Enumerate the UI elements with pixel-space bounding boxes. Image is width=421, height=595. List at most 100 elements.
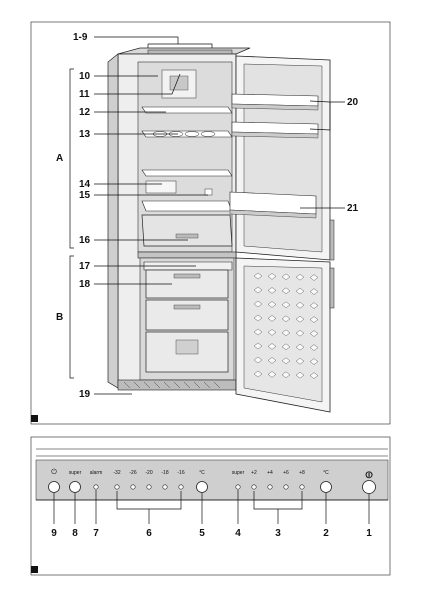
freezer-door-dimple (281, 301, 291, 309)
freezer-door-dimple (309, 372, 319, 379)
freezer-door-dimple (281, 273, 291, 281)
freezer-door-dimple (253, 286, 263, 294)
freezer-door-dimple (295, 315, 305, 323)
number-1: 1 (366, 528, 372, 539)
freezer-door-dimple (253, 300, 263, 308)
freezer-door-dimple (267, 329, 277, 336)
freezer-door-dimple (295, 301, 305, 309)
freezer-door-dimple (267, 371, 277, 378)
freezer-door-dimple (267, 343, 277, 350)
number-4: 4 (235, 528, 241, 539)
label-20: 20 (347, 97, 359, 108)
on-off-button[interactable] (48, 481, 60, 493)
led-minus20 (146, 484, 152, 490)
freezer-door-dimple (295, 357, 305, 365)
freezer-door-dimple (267, 287, 277, 294)
led-plus4 (267, 484, 273, 490)
figure2-frame (30, 436, 391, 576)
main-switch-button[interactable] (362, 480, 376, 494)
label-15: 15 (79, 190, 91, 201)
control-panel (35, 459, 389, 501)
label-12: 12 (79, 107, 91, 118)
freezer-door-pattern (253, 272, 319, 379)
zone-b-label: B (56, 312, 63, 323)
freezer-door-dimple (295, 287, 305, 295)
label-1-9: 1-9 (73, 32, 88, 43)
led-minus32 (114, 484, 120, 490)
alarm-led (93, 484, 99, 490)
label-19: 19 (79, 389, 91, 400)
led-plus2 (251, 484, 257, 490)
led-minus18 (162, 484, 168, 490)
number-9: 9 (51, 528, 57, 539)
celsius-label-fridge: °C (323, 470, 329, 476)
label-14: 14 (79, 179, 91, 190)
super-label-freezer: super (69, 470, 82, 476)
freezer-door-dimple (281, 343, 291, 351)
number-6: 6 (146, 528, 152, 539)
freezer-door-dimple (281, 329, 291, 337)
temp-label-plus6: +6 (283, 470, 289, 476)
freezer-temp-button[interactable] (196, 481, 208, 493)
super-cool-led (235, 484, 241, 490)
key-switch-symbol: ⏼ (365, 470, 373, 480)
freezer-door-dimple (253, 272, 263, 280)
figure2-marker (31, 566, 38, 573)
label-17: 17 (79, 261, 91, 272)
label-10: 10 (79, 71, 91, 82)
figure2-leaders (53, 490, 370, 524)
temp-label-minus32: -32 (113, 470, 120, 476)
label-11: 11 (79, 89, 90, 100)
label-18: 18 (79, 279, 91, 290)
freezer-door-dimple (295, 329, 305, 337)
figure1-leaders (69, 36, 345, 395)
number-8: 8 (72, 528, 78, 539)
freezer-door-dimple (309, 344, 319, 351)
power-symbol: ⏻ (51, 468, 57, 476)
figure1-frame (30, 21, 391, 425)
freezer-door-dimple (295, 343, 305, 351)
temp-label-plus2: +2 (251, 470, 257, 476)
freezer-door-dimple (309, 358, 319, 365)
temp-label-plus8: +8 (299, 470, 305, 476)
number-3: 3 (275, 528, 281, 539)
led-plus8 (299, 484, 305, 490)
number-7: 7 (93, 528, 99, 539)
super-label-fridge: super (232, 470, 245, 476)
super-freeze-button[interactable] (69, 481, 81, 493)
temp-label-minus18: -18 (161, 470, 168, 476)
freezer-door-dimple (309, 274, 319, 281)
label-16: 16 (79, 235, 91, 246)
temp-label-minus26: -26 (129, 470, 136, 476)
freezer-door-dimple (253, 342, 263, 350)
freezer-door-dimple (295, 273, 305, 281)
freezer-door-dimple (281, 315, 291, 323)
fridge-temp-button[interactable] (320, 481, 332, 493)
freezer-door-dimple (281, 371, 291, 379)
freezer-door-dimple (267, 357, 277, 364)
freezer-door-dimple (309, 316, 319, 323)
label-21: 21 (347, 203, 359, 214)
freezer-door-dimple (253, 314, 263, 322)
temp-label-minus16: -16 (177, 470, 184, 476)
fridge-illustration (107, 47, 335, 413)
led-minus26 (130, 484, 136, 490)
figure1-marker (31, 415, 38, 422)
freezer-door-dimple (253, 356, 263, 364)
freezer-door-dimple (309, 330, 319, 337)
freezer-door-dimple (267, 315, 277, 322)
freezer-door-dimple (267, 273, 277, 280)
led-minus16 (178, 484, 184, 490)
freezer-door-dimple (267, 301, 277, 308)
freezer-door-dimple (253, 328, 263, 336)
celsius-label-freezer: °C (199, 470, 205, 476)
number-2: 2 (323, 528, 329, 539)
freezer-door-dimple (309, 302, 319, 309)
led-plus6 (283, 484, 289, 490)
freezer-door-dimple (281, 287, 291, 295)
freezer-door-dimple (309, 288, 319, 295)
freezer-door-dimple (295, 371, 305, 379)
freezer-door-dimple (281, 357, 291, 365)
alarm-label: alarm (90, 470, 103, 476)
